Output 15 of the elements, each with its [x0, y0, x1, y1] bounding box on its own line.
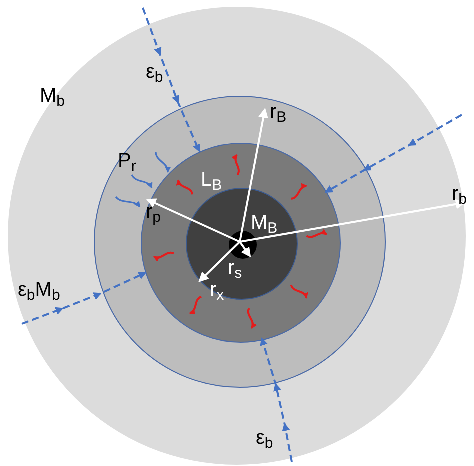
symbol-label: ε$_{b}$: [256, 428, 274, 448]
dashed-arrow: [325, 114, 462, 193]
region-label: M$_{B}$: [251, 213, 278, 233]
symbol-label: ε$_{b}$M$_{b}$: [18, 280, 60, 300]
dashed-arrow: [260, 338, 293, 462]
region-label: P$_{r}$: [118, 151, 136, 171]
symbol-label: r$_{x}$: [210, 280, 224, 300]
symbol-label: r$_{s}$: [228, 258, 242, 278]
symbol-label: r$_{b}$: [452, 184, 468, 204]
dashed-arrow: [22, 272, 147, 325]
dashed-arrow: [142, 8, 200, 152]
region-label: M$_{b}$: [40, 86, 66, 106]
region-label: L$_{B}$: [201, 170, 222, 190]
symbol-label: r$_{B}$: [270, 102, 287, 122]
symbol-label: ε$_{b}$: [146, 62, 164, 82]
